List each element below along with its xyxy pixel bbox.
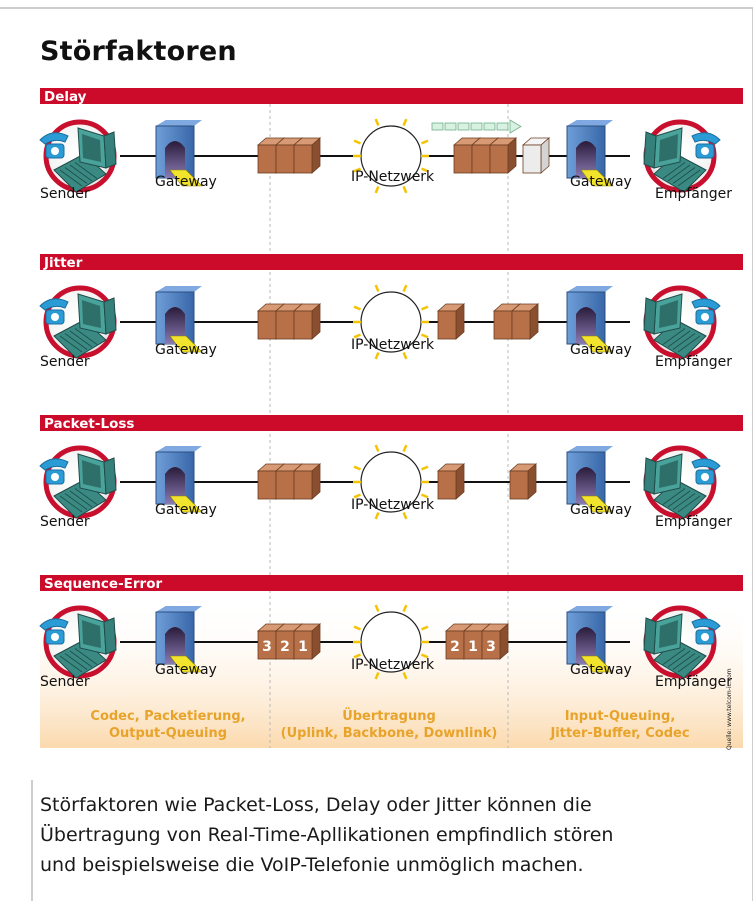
packet-number: 3: [262, 639, 272, 655]
footer-left-line: Codec, Packetierung,: [90, 709, 245, 724]
section-label: Sequence-Error: [44, 576, 162, 592]
sender-label: Sender: [40, 514, 90, 530]
phone-computer-icon: [39, 605, 117, 679]
gateway-icon: [566, 286, 614, 353]
receiver-label: Empfänger: [655, 674, 732, 690]
source-credit: Quelle: www.telcom-ic.com: [726, 668, 733, 750]
packet-number: 2: [280, 639, 290, 655]
gateway-label: Gateway: [155, 662, 217, 678]
section-band: [40, 88, 743, 104]
network-ring: [353, 444, 429, 520]
footer-left-line: Output-Queuing: [109, 726, 227, 741]
footer-labels: Codec, Packetierung, Output-Queuing Übertr…: [90, 708, 689, 741]
gateway-label: Gateway: [155, 174, 217, 190]
caption-line: Übertragung von Real-Time-Apllikationen …: [40, 824, 614, 846]
packet-icon: [510, 303, 540, 340]
phone-computer-icon: [39, 119, 117, 193]
gateway-label: Gateway: [570, 174, 632, 190]
section-band: [40, 575, 743, 591]
footer-middle-line: (Uplink, Backbone, Downlink): [281, 726, 498, 741]
receiver-label: Empfänger: [655, 514, 732, 530]
packet-number: 1: [298, 639, 308, 655]
packet-number: 1: [468, 639, 478, 655]
packet-icon: [521, 137, 551, 174]
caption-line: Störfaktoren wie Packet-Loss, Delay oder…: [40, 794, 592, 816]
phone-computer-icon: [643, 119, 721, 193]
phone-computer-icon: [643, 285, 721, 359]
network-label: IP-Netzwerk: [351, 657, 435, 673]
footer-middle-line: Übertragung: [342, 708, 436, 724]
footer-right-line: Input-Queuing,: [565, 709, 676, 724]
gateway-icon: [155, 606, 203, 673]
figure-caption: Störfaktoren wie Packet-Loss, Delay oder…: [40, 790, 740, 880]
caption-line: und beispielsweise die VoIP-Telefonie un…: [40, 854, 584, 876]
section-label: Packet-Loss: [44, 416, 134, 432]
packet-icon: [508, 463, 538, 500]
gateway-icon: [566, 120, 614, 187]
receiver-label: Empfänger: [655, 186, 732, 202]
section-label: Jitter: [43, 255, 83, 271]
section-label: Delay: [44, 89, 87, 105]
network-label: IP-Netzwerk: [351, 497, 435, 513]
packet-icon: [436, 463, 466, 500]
gateway-icon: [155, 446, 203, 513]
packet-icon: 1: [292, 623, 322, 660]
phone-computer-icon: [39, 445, 117, 519]
packet-number: 3: [486, 639, 496, 655]
packet-icon: [436, 303, 466, 340]
gateway-icon: [566, 606, 614, 673]
section-band: [40, 415, 743, 431]
packet-icon: 3: [480, 623, 510, 660]
gateway-icon: [155, 120, 203, 187]
gateway-icon: [566, 446, 614, 513]
gateway-icon: [155, 286, 203, 353]
gateway-label: Gateway: [155, 502, 217, 518]
section-band: [40, 254, 743, 270]
gateway-label: Gateway: [155, 342, 217, 358]
packet-icon: [292, 303, 322, 340]
phone-computer-icon: [39, 285, 117, 359]
sender-label: Sender: [40, 354, 90, 370]
phone-computer-icon: [643, 605, 721, 679]
network-label: IP-Netzwerk: [351, 337, 435, 353]
packet-icon: [292, 463, 322, 500]
sender-label: Sender: [40, 186, 90, 202]
packet-number: 2: [450, 639, 460, 655]
footer-right-line: Jitter-Buffer, Codec: [549, 726, 689, 741]
gateway-label: Gateway: [570, 502, 632, 518]
delay-arrow: [431, 119, 522, 134]
network-label: IP-Netzwerk: [351, 169, 435, 185]
network-ring: [353, 604, 429, 680]
packet-icon: [292, 137, 322, 174]
gateway-label: Gateway: [570, 342, 632, 358]
phone-computer-icon: [643, 445, 721, 519]
receiver-label: Empfänger: [655, 354, 732, 370]
network-ring: [353, 118, 429, 194]
sender-label: Sender: [40, 674, 90, 690]
network-ring: [353, 284, 429, 360]
packet-icon: [488, 137, 518, 174]
gateway-label: Gateway: [570, 662, 632, 678]
figure-title: Störfaktoren: [40, 36, 237, 67]
